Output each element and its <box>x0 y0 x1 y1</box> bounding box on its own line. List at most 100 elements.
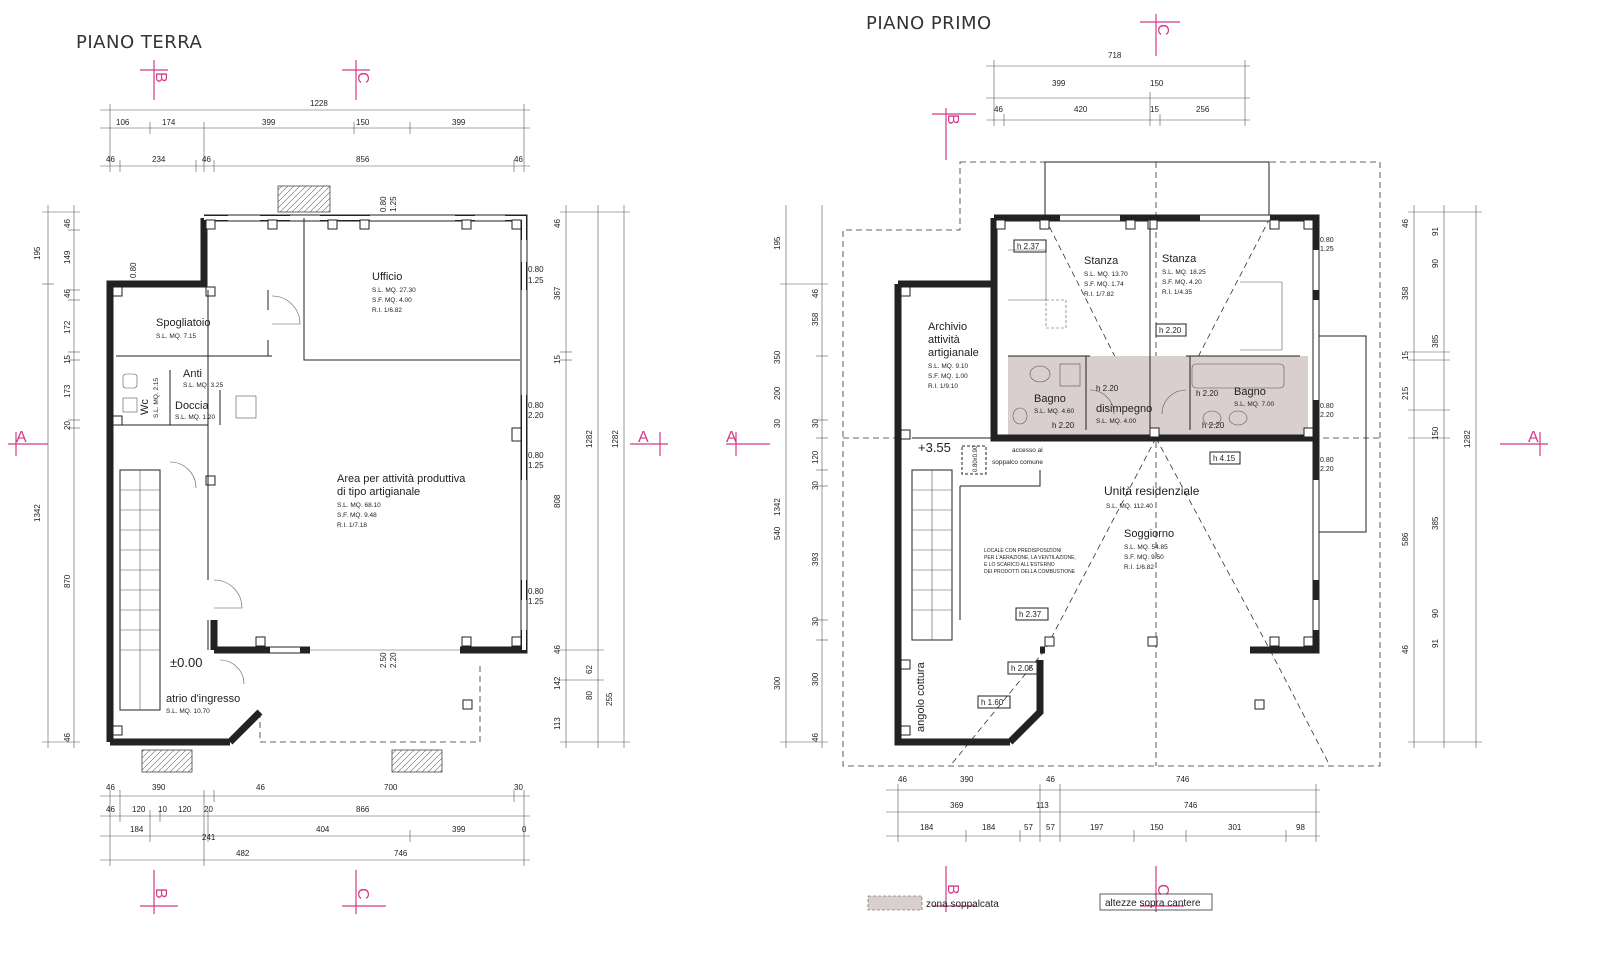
window-mark: 1.25 <box>528 276 544 285</box>
dim-text: 46 <box>63 219 72 228</box>
dim-text: 172 <box>63 320 72 334</box>
dim-text: 746 <box>1184 801 1198 810</box>
dim-text: 808 <box>553 494 562 508</box>
height-label: h 2.20 <box>1052 421 1075 430</box>
svg-text:A: A <box>638 429 649 446</box>
section-mark-b-bottom-first: B <box>932 866 976 912</box>
room-area-produttiva-sl: S.L. MQ. 68.10 <box>337 502 381 509</box>
section-mark-b-top-ground: B <box>140 60 169 100</box>
section-mark-c-top-ground: C <box>342 60 371 100</box>
dim-text: 393 <box>811 552 820 566</box>
svg-text:h 2.20: h 2.20 <box>1202 421 1225 430</box>
dim-text: 300 <box>773 676 782 690</box>
dim-text: 184 <box>920 823 934 832</box>
roof-outline <box>842 161 1381 767</box>
dim-text: 385 <box>1431 334 1440 348</box>
room-stanza-1-sl: S.L. MQ. 13.70 <box>1084 271 1128 278</box>
svg-text:h 2.20: h 2.20 <box>1052 421 1075 430</box>
room-angolo-cottura: angolo cottura <box>915 661 927 732</box>
room-stanza-2-sf: S.F. MQ. 4.20 <box>1162 279 1202 286</box>
dim-text: 46 <box>106 805 115 814</box>
dim-text: 385 <box>1431 516 1440 530</box>
window-mark: 2.20 <box>1320 466 1334 473</box>
dim-text: 30 <box>811 617 820 626</box>
height-label: h 1.60 <box>977 695 1011 709</box>
combustion-note-1: LOCALE CON PREDISPOSIZIONI <box>984 548 1062 554</box>
room-bagno-2-sl: S.L. MQ. 7.00 <box>1234 401 1274 408</box>
dim-text: 46 <box>63 733 72 742</box>
height-label: h 2.20 <box>1202 421 1225 430</box>
room-spogliatoio: Spogliatoio <box>156 317 210 329</box>
ground-grate-bottom-left <box>141 749 193 773</box>
height-label: h 2.05 <box>1007 661 1041 675</box>
first-floor-title: PIANO PRIMO <box>866 13 992 34</box>
dim-text: 399 <box>1052 79 1066 88</box>
ground-floor-plan: Ufficio S.L. MQ. 27.30 S.F. MQ. 4.00 R.I… <box>8 60 668 914</box>
svg-text:h 1.60: h 1.60 <box>981 698 1004 707</box>
section-mark-c-top-first: C <box>1140 14 1180 56</box>
svg-text:h 2.20: h 2.20 <box>1159 326 1182 335</box>
window-mark: 0.80 <box>1320 457 1334 464</box>
dim-text: 700 <box>384 783 398 792</box>
dim-text: 255 <box>605 692 614 706</box>
dim-text: 57 <box>1024 823 1033 832</box>
mezzanine-zone <box>1008 356 1308 438</box>
svg-text:B: B <box>944 884 961 895</box>
height-label: h 2.20 <box>1096 384 1119 393</box>
room-area-produttiva-2: di tipo artigianale <box>337 486 420 498</box>
room-wc: Wc <box>139 399 151 415</box>
dim-text: 482 <box>236 849 250 858</box>
legend-swatch-soppalco <box>867 895 923 911</box>
dim-text: 369 <box>950 801 964 810</box>
dim-text: 46 <box>553 645 562 654</box>
dim-text: 46 <box>1401 645 1410 654</box>
dim-text: 184 <box>130 825 144 834</box>
room-soggiorno-sf: S.F. MQ. 9.50 <box>1124 554 1164 561</box>
dim-text: 195 <box>773 236 782 250</box>
dim-text: 420 <box>1074 105 1088 114</box>
dim-text: 46 <box>514 155 523 164</box>
room-area-produttiva-sf: S.F. MQ. 9.48 <box>337 512 377 519</box>
dim-text: 746 <box>394 849 408 858</box>
dim-text: 142 <box>553 676 562 690</box>
combustion-note-4: DEI PRODOTTI DELLA COMBUSTIONE <box>984 569 1076 575</box>
window-mark: 0.80 <box>379 196 388 212</box>
dim-text: 150 <box>356 118 370 127</box>
dim-text: 15 <box>1150 105 1159 114</box>
room-bagno-1-sl: S.L. MQ. 4.60 <box>1034 408 1074 415</box>
room-bagno-2: Bagno <box>1234 386 1266 398</box>
dim-text: 46 <box>553 219 562 228</box>
dim-text: 46 <box>994 105 1003 114</box>
room-anti-area: S.L. MQ. 3.25 <box>183 382 223 389</box>
dim-text: 46 <box>811 733 820 742</box>
dim-text: 1282 <box>585 430 594 448</box>
dim-text: 30 <box>811 481 820 490</box>
dim-text: 57 <box>1046 823 1055 832</box>
dim-text: 866 <box>356 805 370 814</box>
room-soggiorno: Soggiorno <box>1124 528 1174 540</box>
window-mark: 2.20 <box>528 411 544 420</box>
height-label: h 2.37 <box>1015 607 1049 621</box>
height-label: h 2.20 <box>1155 323 1187 337</box>
dim-text: 90 <box>1431 259 1440 268</box>
dim-text: 256 <box>1196 105 1210 114</box>
section-mark-b-top-first: B <box>932 108 976 160</box>
room-disimpegno-sl: S.L. MQ. 4.00 <box>1096 418 1136 425</box>
room-doccia-area: S.L. MQ. 1.20 <box>175 414 215 421</box>
first-level: +3.55 <box>918 440 951 455</box>
svg-text:h 2.20: h 2.20 <box>1196 389 1219 398</box>
dim-text: 150 <box>1431 426 1440 440</box>
dim-text: 46 <box>1046 775 1055 784</box>
dim-text: 1342 <box>773 498 782 516</box>
section-mark-b-bottom-ground: B <box>140 870 178 914</box>
dim-text: 184 <box>982 823 996 832</box>
room-stanza-1-ri: R.I. 1/7.82 <box>1084 291 1114 298</box>
window-mark: 0.80 <box>528 587 544 596</box>
room-area-produttiva-ri: R.I. 1/7.18 <box>337 522 367 529</box>
ground-grate-bottom-right <box>391 749 443 773</box>
window-mark: 0.80 <box>528 451 544 460</box>
dim-text: 91 <box>1431 227 1440 236</box>
combustion-note-2: PER L'AERAZIONE, LA VENTILAZIONE, <box>984 555 1076 561</box>
combustion-note-3: E LO SCARICO ALL'ESTERNO <box>984 562 1055 568</box>
